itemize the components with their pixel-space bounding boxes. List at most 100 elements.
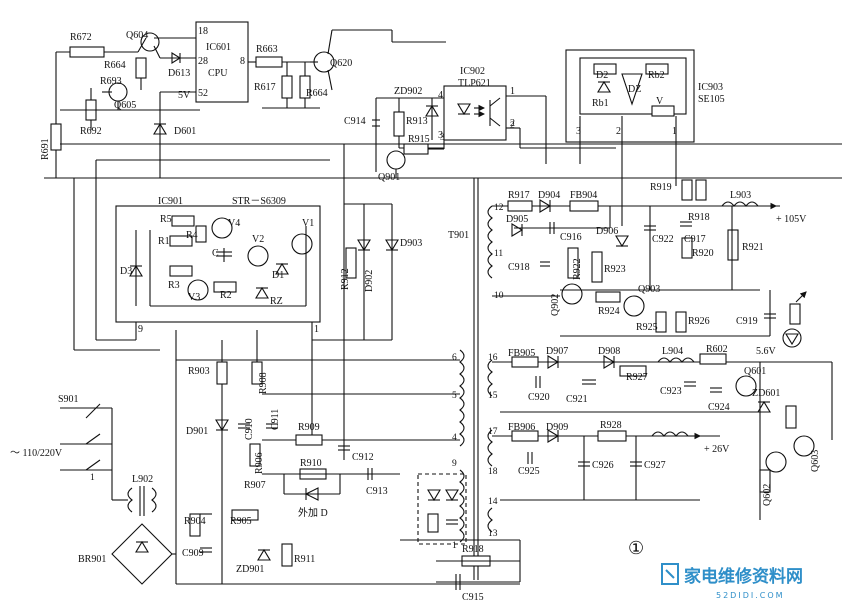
label-mains: ～ 110/220V [10, 448, 63, 459]
label-rb2: D2 [596, 70, 608, 81]
label-fb906: FB906 [508, 422, 535, 433]
label-r915: R915 [408, 134, 430, 145]
label-c915: C915 [462, 592, 484, 603]
label-c923: C923 [660, 386, 682, 397]
label-d905: D905 [506, 214, 528, 225]
label-r602: R602 [706, 344, 728, 355]
label-r918a: R918 [688, 212, 710, 223]
label-c916: C916 [560, 232, 582, 243]
label-ic903-pin2: 2 [616, 126, 621, 137]
label-l904: L904 [662, 346, 683, 357]
label-c927: C927 [644, 460, 666, 471]
label-br901: BR901 [78, 554, 106, 565]
label-d904: D904 [538, 190, 560, 201]
label-r617: R617 [254, 82, 276, 93]
label-r905: R905 [230, 516, 252, 527]
label-v: DZ [628, 84, 641, 95]
label-c926: C926 [592, 460, 614, 471]
ic902-box [443, 85, 507, 141]
label-q903: Q903 [638, 284, 660, 295]
pin-6: 6 [452, 353, 457, 363]
label-r920: R920 [692, 248, 714, 259]
pin-1-primary: 1 [452, 541, 457, 551]
label-v1: V1 [302, 218, 314, 229]
label-ic902-pin2: 2 [510, 118, 515, 129]
watermark-url: 52DIDI.COM [716, 591, 785, 600]
figure-number: ① [628, 538, 644, 558]
label-c918: C918 [508, 262, 530, 273]
label-d3: D3 [120, 266, 132, 277]
label-d908: D908 [598, 346, 620, 357]
label-r692: R692 [80, 126, 102, 137]
label-r918b: R918 [462, 544, 484, 555]
watermark: 家电维修资料网 52DIDI.COM [661, 563, 803, 600]
label-ic601-pin18: 18 [198, 26, 208, 37]
label-ic901-name: IC901 [158, 196, 183, 207]
label-r907: R907 [244, 480, 266, 491]
label-extra-d: 外加 D [298, 507, 328, 519]
pin-3: 3 [440, 133, 445, 143]
label-ic601-pin28: 28 [198, 56, 208, 67]
label-c925: C925 [518, 466, 540, 477]
label-r911: R911 [294, 554, 315, 565]
label-q603: Q603 [810, 450, 821, 472]
label-d906: D906 [596, 226, 618, 237]
label-d902: D902 [364, 270, 375, 292]
label-zd901: ZD901 [236, 564, 264, 575]
pin-11: 11 [494, 249, 503, 259]
pin-1: 1 [90, 473, 95, 483]
label-rb1: Rb2 [648, 70, 665, 81]
label-ic902-pin4: 4 [438, 90, 443, 101]
label-r927: R927 [626, 372, 648, 383]
label-v4: V4 [228, 218, 240, 229]
label-r5: R5 [160, 214, 172, 225]
pin-18: 18 [488, 467, 498, 477]
label-r923: R923 [604, 264, 626, 275]
label-r693: R693 [100, 76, 122, 87]
label-r908: R908 [258, 372, 269, 394]
label-r664b: R664 [306, 88, 328, 99]
label-l902: L902 [132, 474, 153, 485]
label-d2: RZ [270, 296, 283, 307]
label-t901: T901 [448, 230, 469, 241]
label-ic902-pin1: 1 [510, 86, 515, 97]
label-c914: C914 [344, 116, 366, 127]
label-led: 5.6V [756, 346, 777, 357]
pin-14: 14 [488, 497, 498, 507]
label-ic902-pin3: 3 [438, 130, 443, 141]
pin-10: 10 [494, 291, 504, 301]
label-r903: R903 [188, 366, 210, 377]
label-c920: C920 [528, 392, 550, 403]
label-r912: R912 [340, 268, 351, 290]
label-ic601-pin8: 8 [240, 56, 245, 67]
label-r1: R1 [158, 236, 170, 247]
label-r3: R3 [168, 280, 180, 291]
label-q620: Q620 [330, 58, 352, 69]
label-r924: R924 [598, 306, 620, 317]
label-r926: R926 [688, 316, 710, 327]
label-r904: R904 [184, 516, 206, 527]
pin-16: 16 [488, 353, 498, 363]
pin-15: 15 [488, 391, 498, 401]
pin-2: 2 [510, 121, 515, 131]
label-c924: C924 [708, 402, 730, 413]
label-c: C [212, 248, 219, 259]
label-r691: R691 [40, 138, 51, 160]
label-c913: C913 [366, 486, 388, 497]
label-d909: D909 [546, 422, 568, 433]
label-d1: D1 [272, 270, 284, 281]
pin-4: 4 [452, 433, 457, 443]
pin-5: 5 [452, 391, 457, 401]
label-r664a: R664 [104, 60, 126, 71]
label-rz: V [656, 96, 664, 107]
label-r663: R663 [256, 44, 278, 55]
label-ic903-pin1: 1 [672, 126, 677, 137]
label-r921: R921 [742, 242, 764, 253]
label-r906: R906 [254, 452, 265, 474]
label-q604: Q604 [126, 30, 148, 41]
pin-9: 9 [452, 459, 457, 469]
label-r4: R4 [186, 230, 198, 241]
label-c917: C917 [684, 234, 706, 245]
label-ic601-name: IC601 [206, 42, 231, 53]
